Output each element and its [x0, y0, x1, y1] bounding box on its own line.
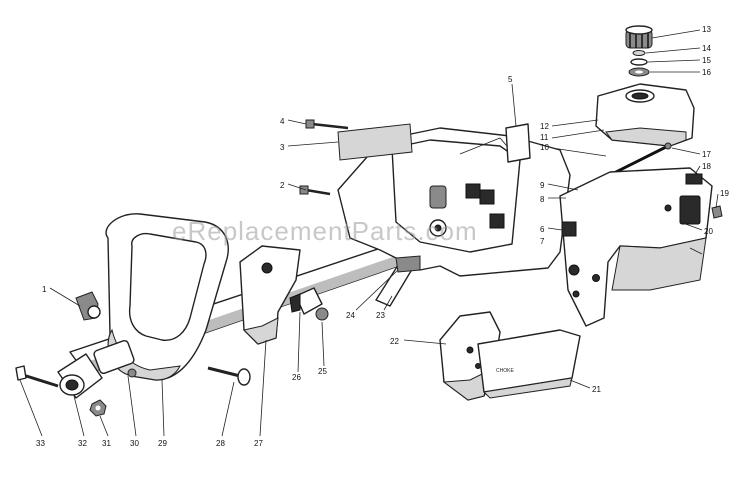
- throttle-trigger: [375, 255, 421, 307]
- callout-15: 15: [702, 56, 711, 65]
- left-housing: [239, 245, 301, 345]
- choke-label: CHOKE: [496, 368, 514, 374]
- callout-33: 33: [36, 439, 45, 448]
- kill-switch: [289, 287, 329, 321]
- callout-22: 22: [390, 337, 399, 346]
- fuel-tank: [595, 83, 695, 147]
- gasket-plate: [337, 123, 413, 161]
- callout-2: 2: [280, 181, 285, 190]
- callout-17: 17: [702, 150, 711, 159]
- callout-24: 24: [346, 311, 355, 320]
- callout-11: 11: [540, 133, 549, 142]
- callout-28: 28: [216, 439, 225, 448]
- callout-21: 21: [592, 385, 601, 394]
- loop-handle: [105, 213, 229, 381]
- engine-cover: [559, 167, 713, 327]
- leader-lines: [19, 29, 719, 437]
- mounting-plate: [505, 123, 531, 163]
- callout-5: 5: [508, 75, 513, 84]
- callout-29: 29: [158, 439, 167, 448]
- cap-washer: [628, 67, 650, 77]
- callout-30: 30: [130, 439, 139, 448]
- fuel-cap: [625, 25, 653, 49]
- watermark: eReplacementParts.com: [172, 216, 478, 246]
- callout-labels: 1 2 3 4 5 6 7 8 9 10 11 12 13 14 15 16 1…: [36, 25, 729, 448]
- rear-panel: CHOKE: [477, 329, 581, 399]
- callout-10: 10: [540, 143, 549, 152]
- hex-nut: [89, 399, 107, 417]
- handle-knob: [75, 291, 101, 321]
- callout-8: 8: [540, 195, 545, 204]
- callout-20: 20: [704, 227, 713, 236]
- engine-frame: [337, 127, 571, 277]
- long-screw: [305, 119, 349, 130]
- clamp-bolt: [15, 365, 59, 388]
- callout-26: 26: [292, 373, 301, 382]
- callout-27: 27: [254, 439, 263, 448]
- cover-screw: [711, 205, 723, 219]
- callout-18: 18: [702, 162, 711, 171]
- cap-gasket: [630, 58, 648, 66]
- callout-1: 1: [42, 285, 47, 294]
- callout-32: 32: [78, 439, 87, 448]
- callout-19: 19: [720, 189, 729, 198]
- callout-4: 4: [280, 117, 285, 126]
- shaft-coupler: [57, 339, 137, 399]
- cap-filter: [632, 50, 646, 56]
- callout-14: 14: [702, 44, 711, 53]
- callout-9: 9: [540, 181, 545, 190]
- callout-31: 31: [102, 439, 111, 448]
- callout-23: 23: [376, 311, 385, 320]
- callout-12: 12: [540, 122, 549, 131]
- callout-6: 6: [540, 225, 545, 234]
- callout-16: 16: [702, 68, 711, 77]
- short-screw: [299, 185, 331, 196]
- callout-7: 7: [540, 237, 545, 246]
- callout-13: 13: [702, 25, 711, 34]
- hanger-pin: [207, 366, 251, 386]
- callout-25: 25: [318, 367, 327, 376]
- callout-3: 3: [280, 143, 285, 152]
